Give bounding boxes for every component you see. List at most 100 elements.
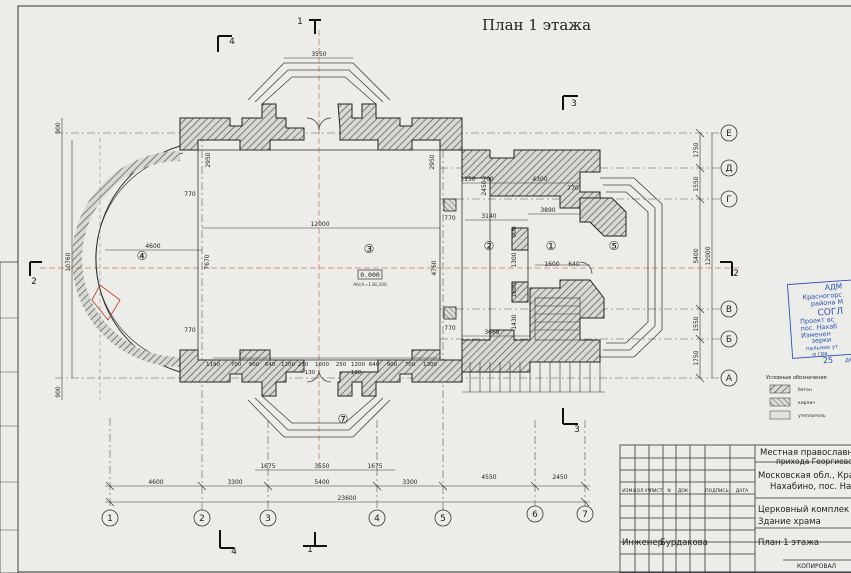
axis-number: 6 xyxy=(532,510,538,520)
dim-text: 3550 xyxy=(311,51,326,58)
title-block-grid xyxy=(619,444,851,573)
axis-letter: В xyxy=(726,305,732,315)
dim-text: 770 xyxy=(444,215,456,222)
dim-text: 130 xyxy=(305,370,316,376)
tb-engineer-name: Бурдакова xyxy=(660,538,708,548)
stamp-text: района М xyxy=(811,298,844,308)
section-label-1: 1 xyxy=(307,545,313,555)
dim-text: 640 xyxy=(369,362,380,368)
dim-text: 1550 xyxy=(693,316,700,331)
room-number: ③ xyxy=(364,242,375,256)
tb-header: N xyxy=(667,488,670,494)
dim-text: 2450 xyxy=(552,474,567,481)
dim-text: 3668 xyxy=(484,329,499,336)
dim-text: 900 xyxy=(387,362,398,368)
dim-text: 10760 xyxy=(65,252,72,271)
dim-text: 3300 xyxy=(227,479,242,486)
dim-text: 5400 xyxy=(314,479,329,486)
interior-walls xyxy=(197,149,529,361)
stamp-text: Красногорс xyxy=(802,291,843,302)
axis-lines-horizontal xyxy=(55,132,722,379)
dim-text: 3140 xyxy=(481,213,496,220)
dim-text: 4600 xyxy=(148,479,163,486)
stamp-text: 25 xyxy=(823,356,834,366)
dim-text: 1150 xyxy=(460,176,475,183)
dimension-ticks xyxy=(105,128,705,507)
section-label-3: 3 xyxy=(574,425,580,435)
dim-text: 900 xyxy=(55,386,62,398)
dim-text: 4550 xyxy=(481,474,496,481)
legend-item: утеплитель xyxy=(798,414,826,419)
stamp-text: Проект вс xyxy=(800,315,835,325)
dim-text: 250 xyxy=(298,362,309,368)
section-label-1: 1 xyxy=(297,17,303,27)
tb-org-line1: Местная православная xyxy=(760,448,851,458)
red-markup-1 xyxy=(91,284,121,321)
doors xyxy=(306,117,593,383)
section-label-2: 2 xyxy=(31,277,37,287)
column-1 xyxy=(443,198,457,212)
dim-text: 5400 xyxy=(693,248,700,263)
elevation-box xyxy=(357,269,383,280)
axis-letter: Е xyxy=(726,129,732,139)
elevation-value: 0.000 xyxy=(360,271,380,279)
dim-text: 3300 xyxy=(402,479,417,486)
axis-letter: Г xyxy=(726,195,732,205)
centerlines xyxy=(40,30,740,470)
tb-project-line2: Здание храма xyxy=(758,517,821,527)
dim-text: 3550 xyxy=(314,463,329,470)
tb-engineer-label: Инженер xyxy=(622,538,663,548)
axis-number: 1 xyxy=(107,514,113,524)
walls xyxy=(179,103,627,397)
tb-org-line2: прихода Георгиевской xyxy=(776,457,851,466)
axis-number: 3 xyxy=(265,514,271,524)
tb-header: ДАТА xyxy=(736,488,749,494)
tb-addr-line1: Московская обл., Красн xyxy=(758,471,851,481)
legend-swatch-brick xyxy=(769,397,791,407)
tb-header: ДОК xyxy=(678,488,689,494)
legend-swatch-concrete xyxy=(769,384,791,394)
room-number: ⑤ xyxy=(609,239,620,253)
stamp-text: Изменен xyxy=(801,330,831,340)
dim-text: 1750 xyxy=(693,350,700,365)
dim-text: 1300 xyxy=(423,362,437,368)
elevation-sub: АбсА=138,200 xyxy=(353,282,387,288)
dim-text: 900 xyxy=(249,362,260,368)
legend-title: Условные обозначения xyxy=(766,375,827,381)
tb-header: ПОДПИСЬ xyxy=(705,488,728,494)
stairs xyxy=(462,297,605,393)
dim-text: 130 xyxy=(351,370,362,376)
stamp-text: и гра xyxy=(812,351,827,358)
section-label-3: 3 xyxy=(571,99,577,109)
dim-text: 4300 xyxy=(532,176,547,183)
axis-letter: Б xyxy=(726,335,732,345)
side-stamp-frame xyxy=(0,261,19,573)
tb-sheet-name: План 1 этажа xyxy=(758,538,819,548)
apse xyxy=(72,145,184,373)
sheet-frame xyxy=(17,5,851,573)
dim-text: 770 xyxy=(184,327,196,334)
section-label-4: 4 xyxy=(231,547,237,557)
dim-text: 700 xyxy=(482,176,494,183)
tb-header: КОЛ.УЧ xyxy=(633,488,650,494)
tb-header: ЛИСТ xyxy=(650,488,663,494)
dim-text: 1880 xyxy=(511,282,518,297)
stamp-text: АДМ xyxy=(824,282,842,292)
room-number: ⑦ xyxy=(338,412,349,426)
section-mark-lines xyxy=(29,19,733,549)
dim-text: 12000 xyxy=(310,221,329,228)
dim-text: 640 xyxy=(265,362,276,368)
dim-text: 900 xyxy=(511,226,518,238)
room-number: ② xyxy=(484,239,495,253)
dim-text: 1750 xyxy=(693,142,700,157)
tb-copy: КОПИРОВАЛ xyxy=(797,563,836,570)
column-2 xyxy=(443,306,457,320)
legend-swatch-insulation xyxy=(769,410,791,420)
axis-letter: А xyxy=(726,374,733,384)
tb-addr-line2: Нахабино, пос. Нахаб xyxy=(770,482,851,492)
section-label-2: 2 xyxy=(733,269,739,279)
dim-text: 2950 xyxy=(205,152,212,167)
dim-text: 1600 xyxy=(544,261,559,268)
